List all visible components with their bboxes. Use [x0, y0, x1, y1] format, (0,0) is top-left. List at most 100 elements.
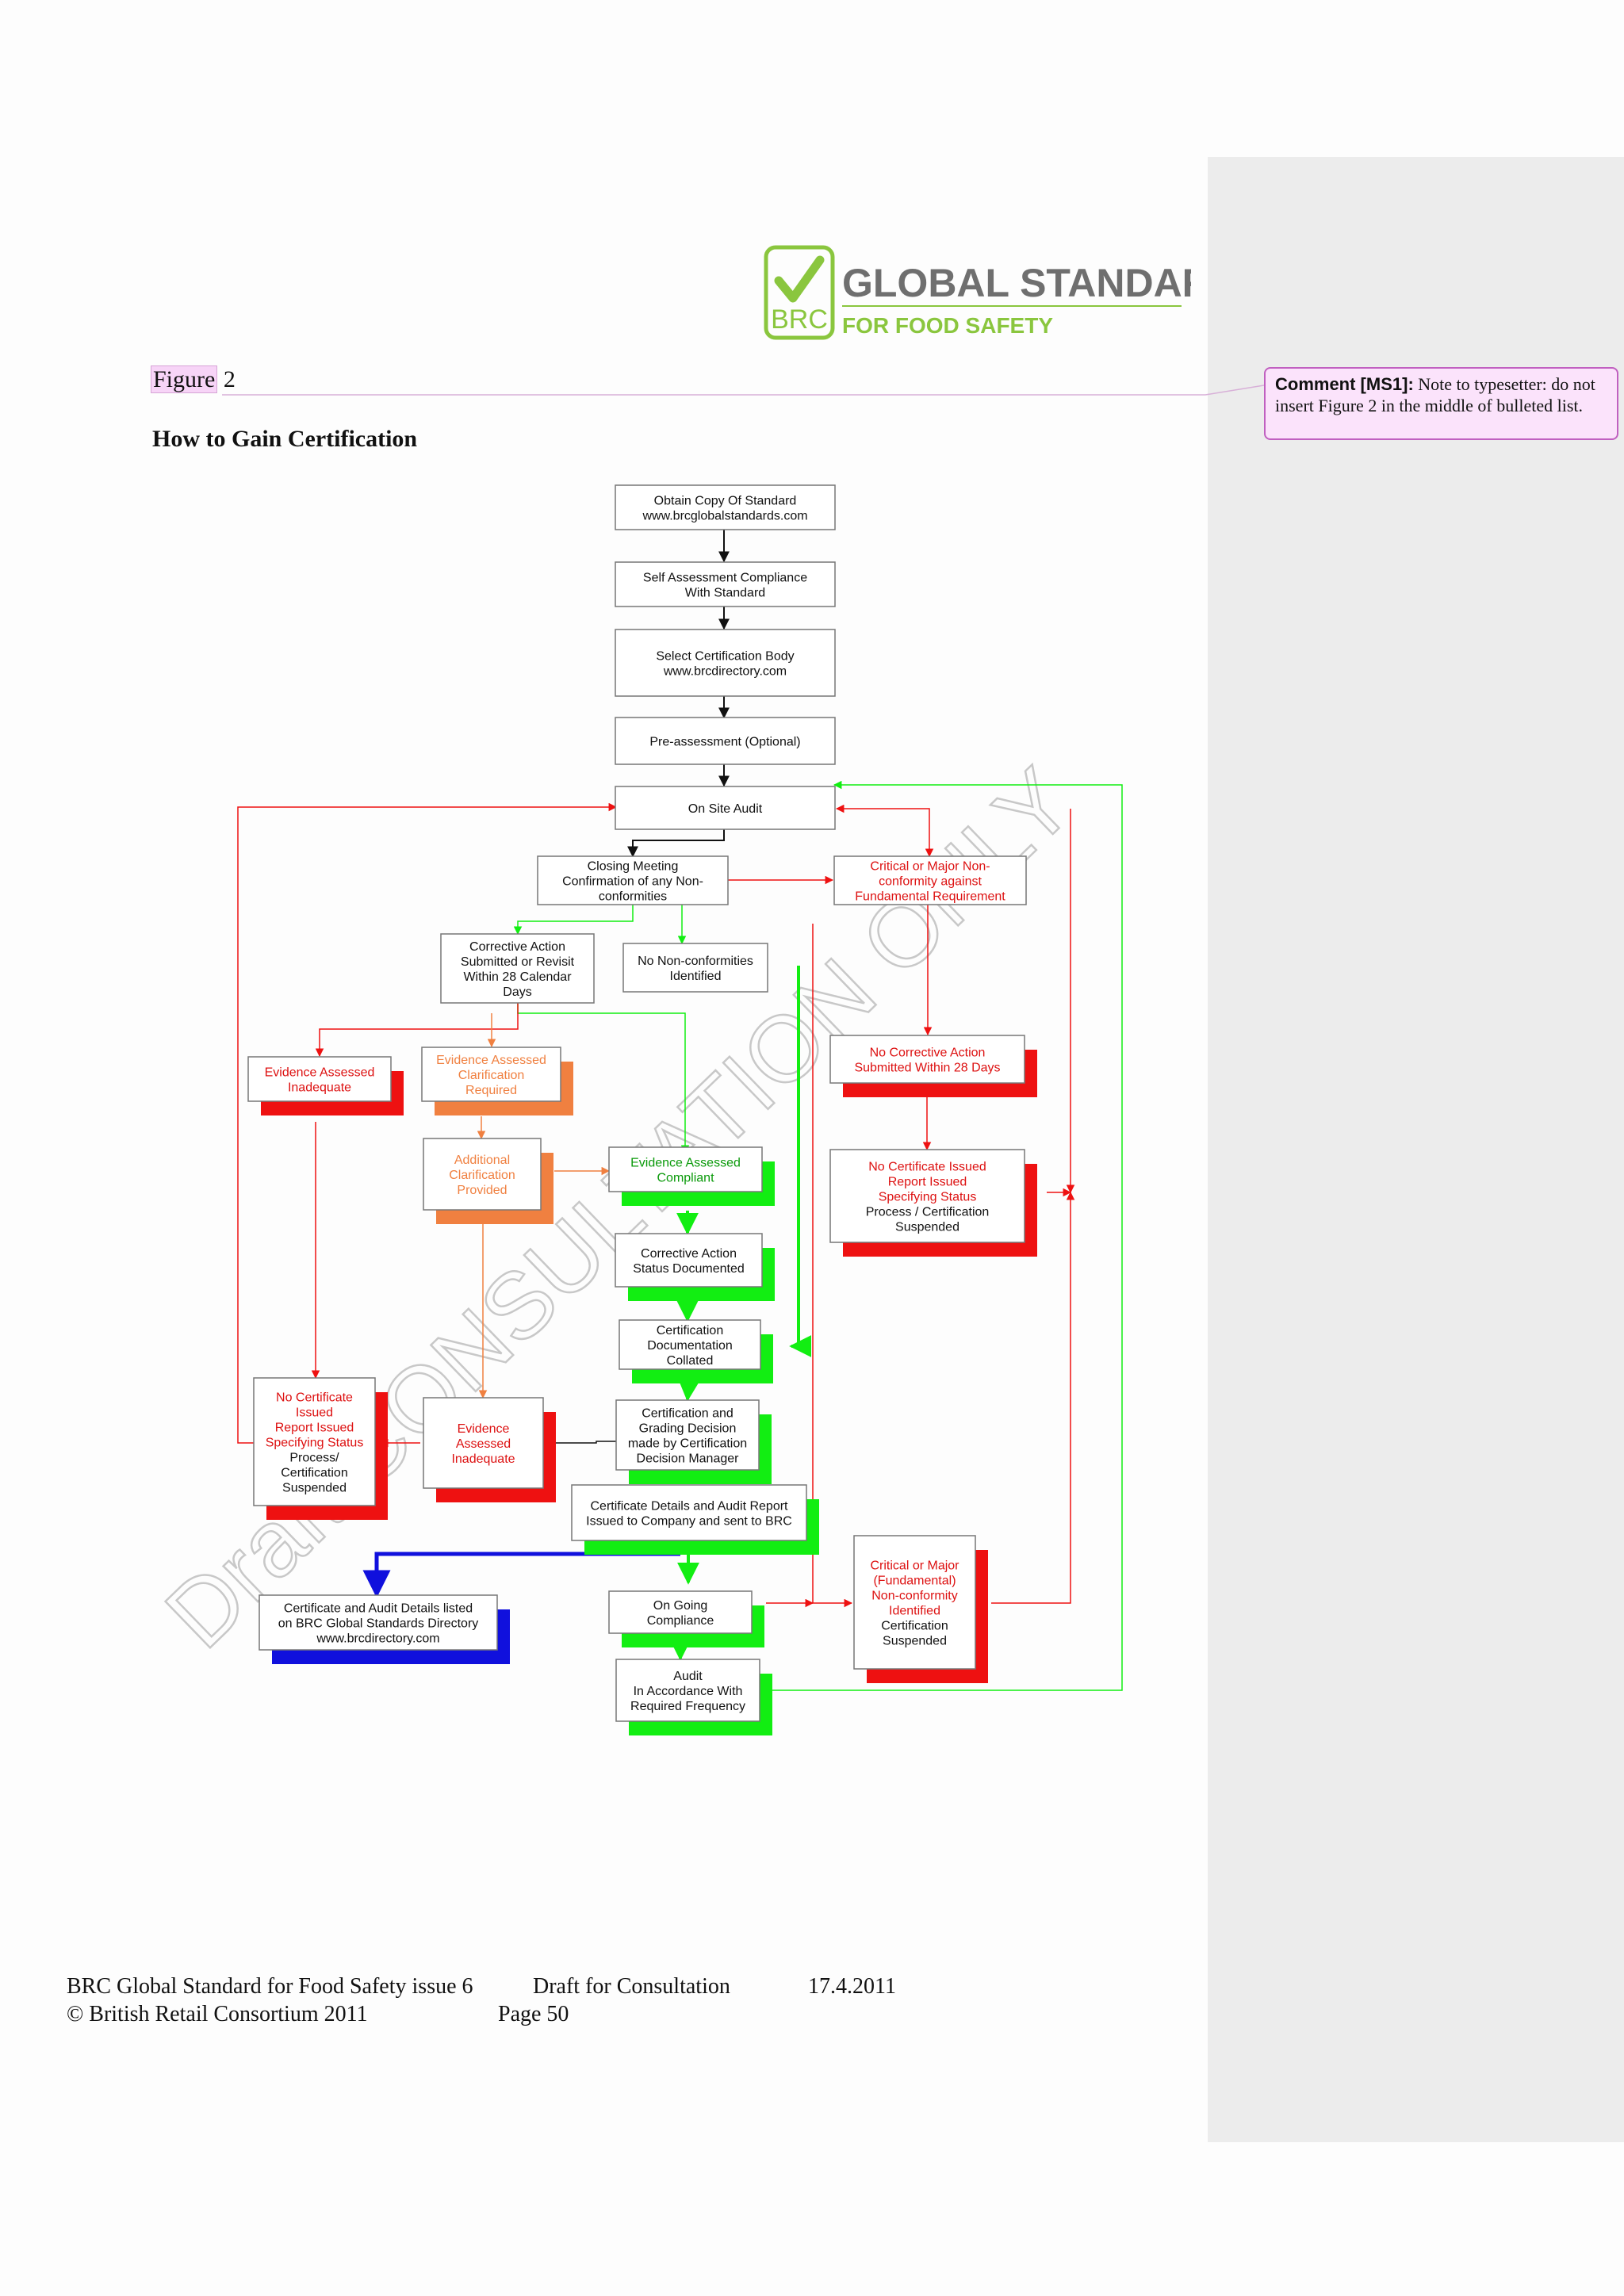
box-text: Compliant	[657, 1172, 714, 1185]
box-text: Report Issued	[275, 1422, 354, 1435]
box-frame	[829, 1035, 1025, 1084]
box-text: Issued to Company and sent to BRC	[586, 1515, 792, 1529]
box-text: Certification	[657, 1324, 723, 1337]
flow-connector	[315, 1003, 519, 1058]
box-text: Issued	[296, 1406, 333, 1420]
logo-brand: BRC	[771, 304, 828, 335]
box-text: Suspended	[883, 1635, 947, 1648]
box-text: Provided	[457, 1184, 507, 1197]
flow-connector	[362, 1552, 680, 1598]
box-text: www.brcdirectory.com	[316, 1632, 439, 1646]
footer-doc-title: BRC Global Standard for Food Safety issu…	[67, 1974, 473, 1999]
box-text: Additional	[454, 1154, 510, 1167]
footer-date: 17.4.2011	[808, 1974, 896, 1999]
flow-box-critical-bottom: Critical or Major(Fundamental)Non-confor…	[853, 1535, 988, 1683]
box-text: Evidence Assessed	[630, 1157, 741, 1170]
box-text: Identified	[670, 970, 722, 983]
box-text: Corrective Action	[641, 1247, 737, 1261]
flow-connector	[768, 780, 1123, 1691]
box-text: Compliance	[647, 1614, 714, 1628]
flow-box-critical-top: Critical or Major Non-conformity against…	[833, 855, 1027, 905]
box-frame	[615, 561, 836, 607]
box-text: Inadequate	[451, 1452, 515, 1466]
box-text: Select Certification Body	[656, 650, 794, 664]
box-text: Assessed	[456, 1437, 511, 1451]
box-text: www.brcglobalstandards.com	[642, 510, 807, 523]
box-text: Report Issued	[888, 1176, 967, 1189]
comment-margin-pane	[1208, 157, 1624, 2142]
box-text: Specifying Status	[879, 1191, 977, 1204]
box-text: Pre-assessment (Optional)	[649, 736, 800, 749]
flow-box-on-site: On Site Audit	[615, 786, 836, 830]
box-text: Audit	[673, 1670, 703, 1683]
box-text: conformities	[599, 890, 667, 904]
box-text: Evidence	[458, 1422, 510, 1436]
box-frame	[833, 855, 1027, 905]
figure-label: Figure 2	[151, 365, 236, 393]
flow-connector	[546, 1438, 619, 1448]
box-text: on BRC Global Standards Directory	[278, 1617, 479, 1631]
box-text: No Corrective Action	[870, 1047, 986, 1060]
box-text: Decision Manager	[637, 1452, 740, 1466]
box-text: Certificate Details and Audit Report	[590, 1500, 788, 1513]
box-text: Evidence Assessed	[436, 1054, 546, 1067]
box-text: Certification	[281, 1467, 347, 1480]
box-text: Process / Certification	[866, 1206, 990, 1219]
box-text: Grading Decision	[639, 1422, 737, 1436]
box-text: No Non-conformities	[638, 955, 753, 968]
box-text: No Certificate	[276, 1391, 353, 1405]
footer-status: Draft for Consultation	[533, 1974, 730, 1999]
box-text: Days	[503, 985, 531, 999]
box-text: Collated	[667, 1354, 714, 1368]
review-comment[interactable]: Comment [MS1]: Note to typesetter: do no…	[1264, 367, 1618, 440]
box-text: Corrective Action	[469, 940, 565, 954]
box-frame	[615, 717, 836, 765]
box-text: Evidence Assessed	[265, 1066, 375, 1080]
box-text: On Site Audit	[688, 802, 763, 816]
box-frame	[537, 855, 729, 905]
box-text: Critical or Major	[870, 1559, 959, 1573]
box-frame	[440, 933, 595, 1004]
box-frame	[615, 629, 836, 697]
flow-connector	[237, 802, 618, 1444]
box-text: www.brcdirectory.com	[663, 665, 787, 679]
flow-connector	[627, 829, 725, 858]
box-text: Clarification	[449, 1169, 515, 1182]
box-frame	[423, 1397, 544, 1489]
box-frame	[608, 1590, 753, 1634]
box-frame	[615, 1659, 760, 1722]
box-text: made by Certification	[628, 1437, 747, 1451]
section-heading: How to Gain Certification	[152, 426, 418, 452]
box-text: Certification	[881, 1620, 948, 1633]
comment-tag: Comment [MS1]:	[1275, 374, 1414, 394]
box-text: Inadequate	[288, 1081, 351, 1095]
box-text: Specifying Status	[266, 1437, 364, 1450]
box-text: Certification and	[642, 1407, 733, 1421]
box-text: Required	[465, 1084, 517, 1097]
figure-label-word: Figure	[151, 365, 218, 393]
box-text: In Accordance With	[634, 1685, 743, 1698]
box-text: Documentation	[647, 1339, 733, 1353]
box-text: Fundamental Requirement	[855, 890, 1005, 904]
box-frame	[615, 484, 836, 530]
box-text: Required Frequency	[630, 1700, 745, 1713]
box-frame	[615, 786, 836, 830]
flow-connector	[835, 804, 930, 841]
check-icon	[774, 255, 825, 303]
box-text: Suspended	[895, 1221, 959, 1234]
